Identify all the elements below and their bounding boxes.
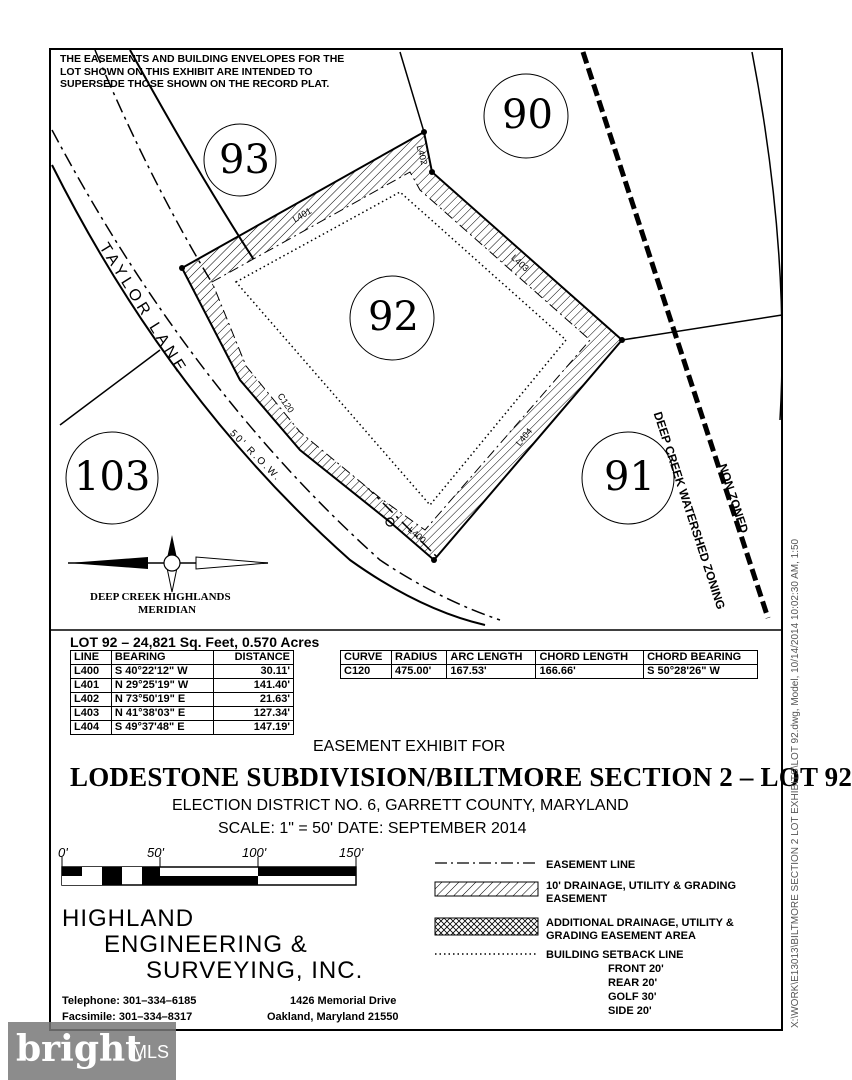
legend-easement-line: EASEMENT LINE <box>546 859 636 871</box>
lot-91-label: 91 <box>604 454 655 500</box>
lot-summary: LOT 92 – 24,821 Sq. Feet, 0.570 Acres <box>70 634 320 650</box>
table-header: ARC LENGTH <box>446 650 537 665</box>
legend-front: FRONT 20' <box>608 963 664 975</box>
bright-mls-watermark: bright MLS <box>8 1022 176 1080</box>
legend-golf: GOLF 30' <box>608 991 657 1003</box>
table-header: CURVE <box>339 650 393 665</box>
company-address1: 1426 Memorial Drive <box>290 995 397 1007</box>
company-line3: SURVEYING, INC. <box>146 957 364 984</box>
lot-93-label: 93 <box>219 137 270 183</box>
company-phone: Telephone: 301–334–6185 <box>62 995 197 1007</box>
scale-tick-0: 0' <box>58 845 68 860</box>
easement-line <box>211 171 591 531</box>
scale-tick-150: 150' <box>339 845 364 860</box>
company-line2: ENGINEERING & <box>104 931 308 958</box>
company-address2: Oakland, Maryland 21550 <box>267 1011 399 1023</box>
table-row: C120 475.00' 167.53' 166.66' S 50°28'26"… <box>339 664 758 679</box>
curve-table-header: CURVE RADIUS ARC LENGTH CHORD LENGTH CHO… <box>339 650 758 665</box>
scale-tick-100: 100' <box>242 845 267 860</box>
exhibit-note: THE EASEMENTS AND BUILDING ENVELOPES FOR… <box>60 53 345 90</box>
road-centerline <box>51 129 501 621</box>
district-line: ELECTION DISTRICT NO. 6, GARRETT COUNTY,… <box>172 797 629 814</box>
table-header: BEARING <box>110 650 215 665</box>
company-fax: Facsimile: 301–334–8317 <box>62 1011 193 1023</box>
lot-92-label: 92 <box>368 294 419 340</box>
line-table-header: LINE BEARING DISTANCE <box>70 650 294 665</box>
scale-tick-50: 50' <box>147 845 164 860</box>
road-edge-1 <box>51 164 486 626</box>
exhibit-heading: EASEMENT EXHIBIT FOR <box>313 738 506 755</box>
scale-bar <box>61 857 357 886</box>
company-line1: HIGHLAND <box>62 905 195 932</box>
scale-date-line: SCALE: 1" = 50' DATE: SEPTEMBER 2014 <box>218 820 527 837</box>
table-header: LINE <box>70 650 112 665</box>
file-path: X:\WORK\E13013\BILTMORE SECTION 2 LOT EX… <box>790 538 801 1028</box>
lot-90-label: 90 <box>502 92 553 138</box>
lot-103-label: 103 <box>74 454 151 500</box>
legend-side: SIDE 20' <box>608 1005 652 1017</box>
sheet-border <box>49 48 783 1031</box>
legend-symbols <box>434 862 539 955</box>
legend-drainage-1: 10' DRAINAGE, UTILITY & GRADING <box>546 880 737 892</box>
legend-drainage-2: EASEMENT <box>546 893 608 905</box>
table-header: RADIUS <box>391 650 448 665</box>
legend-setback: BUILDING SETBACK LINE <box>546 949 684 961</box>
zoning-line <box>580 51 771 619</box>
legend-rear: REAR 20' <box>608 977 658 989</box>
page-title: LODESTONE SUBDIVISION/BILTMORE SECTION 2… <box>70 762 852 792</box>
north-arrow-icon <box>68 535 269 593</box>
meridian-line2: MERIDIAN <box>138 604 197 616</box>
curve-table: CURVE RADIUS ARC LENGTH CHORD LENGTH CHO… <box>339 650 758 679</box>
table-header: CHORD LENGTH <box>535 650 645 665</box>
legend-additional-2: GRADING EASEMENT AREA <box>546 930 696 942</box>
watermark-brand: bright <box>16 1028 142 1070</box>
table-header: DISTANCE <box>213 650 294 665</box>
meridian-line1: DEEP CREEK HIGHLANDS <box>90 591 231 603</box>
table-header: CHORD BEARING <box>643 650 758 665</box>
legend-additional-1: ADDITIONAL DRAINAGE, UTILITY & <box>546 917 734 929</box>
watermark-suffix: MLS <box>132 1042 170 1062</box>
